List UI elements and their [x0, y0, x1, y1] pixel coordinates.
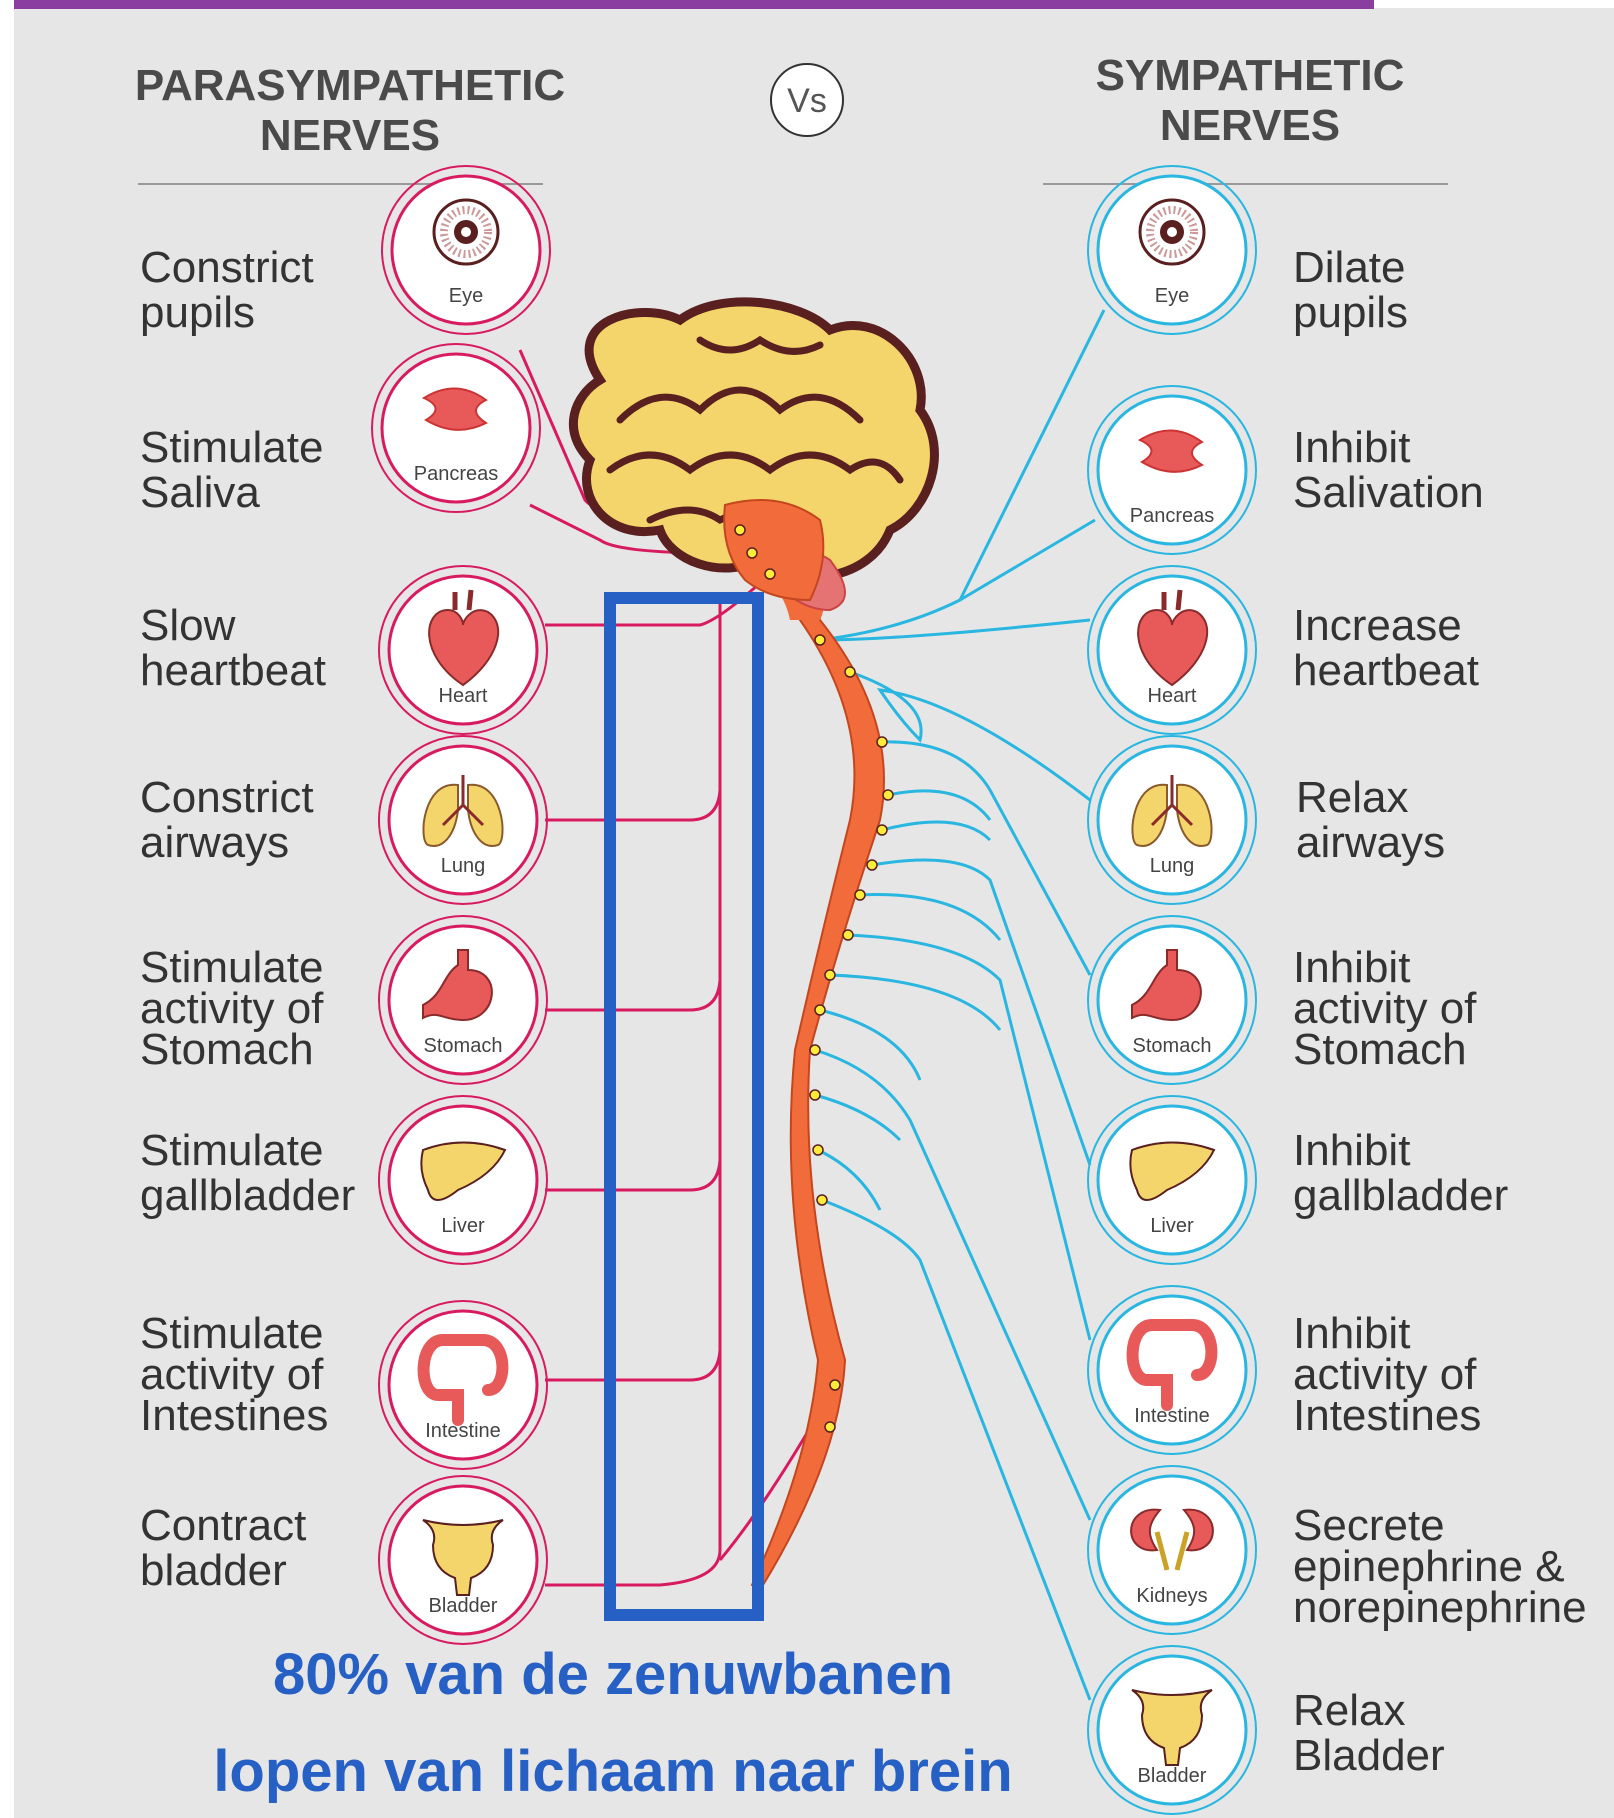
- vs-badge: Vs: [771, 64, 843, 136]
- nerve-node: [810, 1045, 820, 1055]
- effect-text: airways: [1296, 818, 1445, 867]
- organ-label: Stomach: [424, 1035, 503, 1057]
- effect-text: airways: [140, 818, 289, 867]
- organ-label: Bladder: [1138, 1765, 1207, 1787]
- nerve-node: [867, 860, 877, 870]
- organ-label: Eye: [449, 285, 483, 307]
- effect-text: Intestines: [140, 1391, 328, 1440]
- sympathetic-organ-pancreas: Pancreas: [1088, 386, 1256, 554]
- nerve-node: [813, 1145, 823, 1155]
- organ-label: Stomach: [1133, 1035, 1212, 1057]
- parasympathetic-organ-lung: Lung: [379, 736, 547, 904]
- effect-text: Relax: [1296, 773, 1409, 822]
- effect-text: gallbladder: [140, 1171, 355, 1220]
- parasympathetic-organ-intestine: Intestine: [379, 1301, 547, 1469]
- nerve-node: [883, 790, 893, 800]
- sympathetic-organ-bladder: Bladder: [1088, 1646, 1256, 1814]
- nerve-node: [855, 890, 865, 900]
- parasympathetic-organ-liver: Liver: [379, 1096, 547, 1264]
- nerve-node: [817, 1195, 827, 1205]
- organ-label: Pancreas: [414, 463, 499, 485]
- nerve-node: [815, 1005, 825, 1015]
- parasympathetic-organ-stomach: Stomach: [379, 916, 547, 1084]
- organ-label: Bladder: [429, 1595, 498, 1617]
- nerve-node: [830, 1380, 840, 1390]
- sympathetic-organ-kidneys: Kidneys: [1088, 1466, 1256, 1634]
- organ-label: Lung: [1150, 855, 1195, 877]
- sympathetic-heading-line1: SYMPATHETIC: [1096, 51, 1405, 100]
- caption-line2: lopen van lichaam naar brein: [213, 1739, 1012, 1804]
- effect-text: Stomach: [1293, 1025, 1467, 1074]
- organ-label: Lung: [441, 855, 486, 877]
- sympathetic-organ-lung: Lung: [1088, 736, 1256, 904]
- parasympathetic-organ-pancreas: Pancreas: [372, 344, 540, 512]
- effect-text: Stomach: [140, 1025, 314, 1074]
- eye-icon: [434, 200, 498, 264]
- parasympathetic-heading-line1: PARASYMPATHETIC: [135, 61, 565, 110]
- effect-text: Slow: [140, 601, 236, 650]
- nerve-node: [815, 635, 825, 645]
- sympathetic-organ-liver: Liver: [1088, 1096, 1256, 1264]
- nerve-node: [845, 667, 855, 677]
- effect-text: Inhibit: [1293, 423, 1410, 472]
- organ-label: Liver: [441, 1215, 485, 1237]
- sympathetic-organ-intestine: Intestine: [1088, 1286, 1256, 1454]
- effect-text: Saliva: [140, 468, 260, 517]
- top-accent-bar: [14, 0, 1374, 9]
- nerve-node: [877, 825, 887, 835]
- organ-label: Heart: [1148, 685, 1197, 707]
- effect-text: Constrict: [140, 243, 314, 292]
- effect-text: Bladder: [1293, 1731, 1445, 1780]
- sympathetic-organ-stomach: Stomach: [1088, 916, 1256, 1084]
- nerve-node: [825, 1422, 835, 1432]
- effect-text: bladder: [140, 1546, 287, 1595]
- parasympathetic-organ-bladder: Bladder: [379, 1476, 547, 1644]
- effect-text: pupils: [140, 288, 255, 337]
- organ-label: Kidneys: [1136, 1585, 1207, 1607]
- effect-text: Intestines: [1293, 1391, 1481, 1440]
- caption-line1: 80% van de zenuwbanen: [273, 1642, 953, 1707]
- effect-text: pupils: [1293, 288, 1408, 337]
- effect-text: Constrict: [140, 773, 314, 822]
- effect-text: Dilate: [1293, 243, 1406, 292]
- sympathetic-heading-line2: NERVES: [1160, 101, 1340, 150]
- nerve-node: [877, 737, 887, 747]
- eye-icon: [1140, 200, 1204, 264]
- effect-text: Salivation: [1293, 468, 1484, 517]
- effect-text: Increase: [1293, 601, 1462, 650]
- nerve-node: [843, 930, 853, 940]
- effect-text: norepinephrine: [1293, 1583, 1587, 1632]
- effect-text: gallbladder: [1293, 1171, 1508, 1220]
- effect-text: heartbeat: [140, 646, 326, 695]
- parasympathetic-heading-line2: NERVES: [260, 111, 440, 160]
- organ-label: Eye: [1155, 285, 1189, 307]
- organ-label: Intestine: [1134, 1405, 1210, 1427]
- effect-text: Contract: [140, 1501, 306, 1550]
- effect-text: Inhibit: [1293, 1126, 1410, 1175]
- organ-label: Intestine: [425, 1420, 501, 1442]
- organ-label: Liver: [1150, 1215, 1194, 1237]
- sympathetic-organ-eye: Eye: [1088, 166, 1256, 334]
- parasympathetic-organ-heart: Heart: [379, 566, 547, 734]
- svg-text:Vs: Vs: [787, 82, 827, 120]
- nerve-node: [810, 1090, 820, 1100]
- effect-text: Stimulate: [140, 423, 323, 472]
- organ-label: Heart: [439, 685, 488, 707]
- organ-label: Pancreas: [1130, 505, 1215, 527]
- effect-text: heartbeat: [1293, 646, 1479, 695]
- nerve-node: [825, 970, 835, 980]
- parasympathetic-organ-eye: Eye: [382, 166, 550, 334]
- effect-text: Relax: [1293, 1686, 1406, 1735]
- effect-text: Stimulate: [140, 1126, 323, 1175]
- sympathetic-organ-heart: Heart: [1088, 566, 1256, 734]
